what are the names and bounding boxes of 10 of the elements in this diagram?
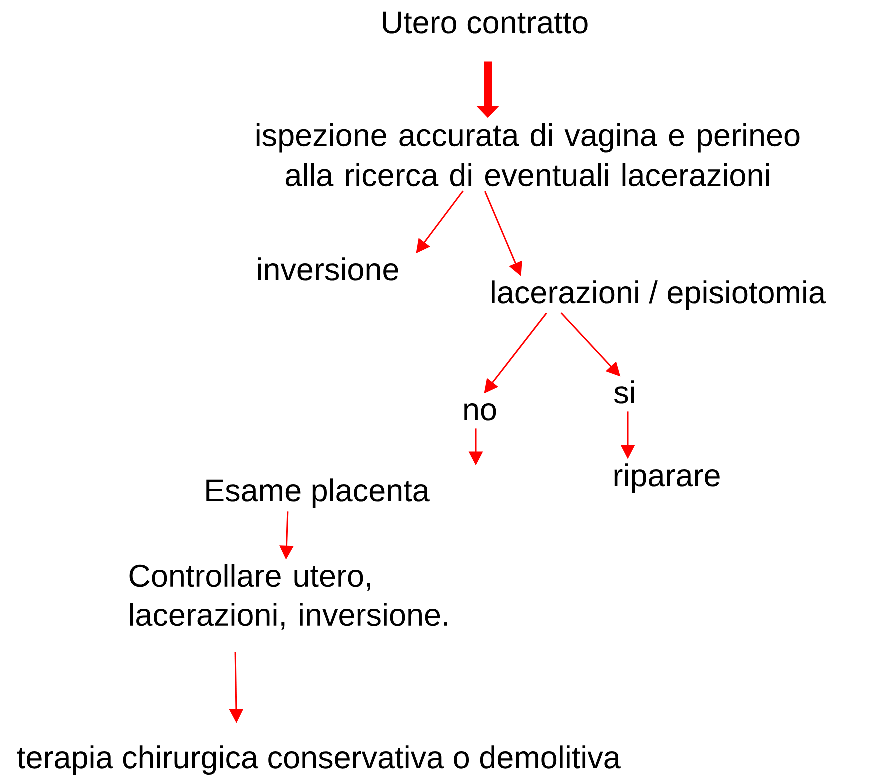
flow-text: terapia chirurgica conservativa o demolitiva [17, 746, 621, 776]
flow-text: Controllare utero, lacerazioni, inversione. [130, 564, 448, 630]
flow-text: si [614, 380, 634, 404]
flow-text: ispezione accurata di vagina e perineo alla ricerca di eventuali lacerazioni [256, 123, 800, 187]
flow-text: inversione [258, 258, 398, 281]
flow-text: Utero contratto [383, 12, 588, 34]
flow-text: lacerazioni / episiotomia [492, 280, 826, 310]
flow-text: riparare [614, 464, 720, 494]
flow-text: no [464, 404, 496, 421]
flow-text: Esame placenta [206, 478, 430, 508]
